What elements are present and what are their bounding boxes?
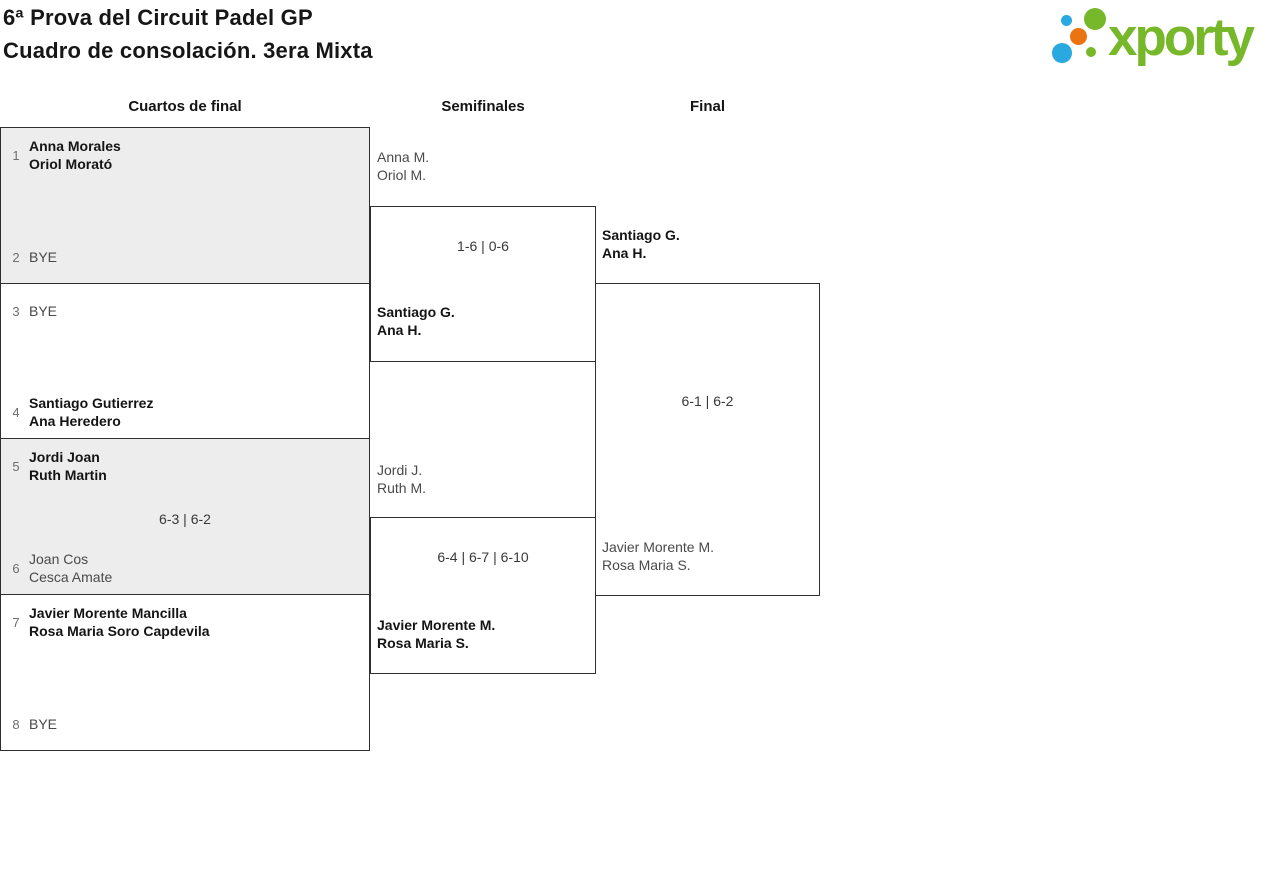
sf2-participant-bottom: Javier Morente M. Rosa Maria S. <box>377 617 496 651</box>
qf-match-2: 3 BYE 4 Santiago Gutierrez Ana Heredero <box>0 283 370 439</box>
sf2-participant-top: Jordi J. Ruth M. <box>377 462 427 496</box>
match-score: 6-4 | 6-7 | 6-10 <box>437 549 529 565</box>
qf-match-1: 1 Anna Morales Oriol Morató 2 BYE <box>0 127 370 284</box>
seed-number: 4 <box>12 404 20 420</box>
logo-dot-icon <box>1061 15 1072 26</box>
qf2-participant-bottom: 4 Santiago Gutierrez Ana Heredero <box>9 394 361 430</box>
qf1-participant-bottom: 2 BYE <box>9 239 361 275</box>
seed-number: 8 <box>12 716 20 732</box>
sf-match-1: 1-6 | 0-6 <box>370 206 596 362</box>
seed-number: 2 <box>12 249 20 265</box>
logo-dot-icon <box>1052 43 1072 63</box>
qf1-participant-top: 1 Anna Morales Oriol Morató <box>9 137 361 173</box>
match-score: 6-3 | 6-2 <box>159 511 211 527</box>
qf4-participant-bottom: 8 BYE <box>9 706 361 742</box>
participant-names: Javier Morente Mancilla Rosa Maria Soro … <box>29 605 210 639</box>
sf1-participant-bottom: Santiago G. Ana H. <box>377 304 455 338</box>
sf1-participant-top: Anna M. Oriol M. <box>377 149 430 183</box>
final-participant-bottom: Javier Morente M. Rosa Maria S. <box>602 539 715 573</box>
seed-number: 5 <box>12 458 20 474</box>
logo-dot-icon <box>1084 8 1106 30</box>
qf3-participant-top: 5 Jordi Joan Ruth Martin <box>9 448 361 484</box>
seed-number: 7 <box>12 614 20 630</box>
page-title: 6ª Prova del Circuit Padel GP Cuadro de … <box>3 1 373 67</box>
seed-number: 6 <box>12 560 20 576</box>
participant-names: BYE <box>29 303 58 319</box>
seed-number: 3 <box>12 303 20 319</box>
participant-names: Joan Cos Cesca Amate <box>29 551 113 585</box>
participant-names: Anna Morales Oriol Morató <box>29 138 121 172</box>
match-score: 6-1 | 6-2 <box>681 393 734 409</box>
qf4-participant-top: 7 Javier Morente Mancilla Rosa Maria Sor… <box>9 604 361 640</box>
qf2-participant-top: 3 BYE <box>9 293 361 329</box>
final-participant-top: Santiago G. Ana H. <box>602 227 680 261</box>
qf3-participant-bottom: 6 Joan Cos Cesca Amate <box>9 550 361 586</box>
qf-match-3: 5 Jordi Joan Ruth Martin 6-3 | 6-2 6 Joa… <box>0 438 370 595</box>
participant-names: BYE <box>29 249 58 265</box>
bracket-subtitle: Cuadro de consolación. 3era Mixta <box>3 38 373 63</box>
xporty-logo-text: xporty <box>1108 8 1255 67</box>
round-header-final: Final <box>689 98 725 115</box>
logo-dot-icon <box>1086 47 1096 57</box>
seed-number: 1 <box>12 147 20 163</box>
qf-match-4: 7 Javier Morente Mancilla Rosa Maria Sor… <box>0 594 370 751</box>
logo-dot-icon <box>1070 28 1087 45</box>
sf-match-2: 6-4 | 6-7 | 6-10 <box>370 517 596 674</box>
participant-names: Jordi Joan Ruth Martin <box>29 449 107 483</box>
match-score: 1-6 | 0-6 <box>457 238 509 254</box>
round-header-quarterfinals: Cuartos de final <box>128 98 242 115</box>
final-match: 6-1 | 6-2 <box>595 283 820 596</box>
xporty-logo[interactable]: xporty <box>1048 4 1278 76</box>
tournament-name: 6ª Prova del Circuit Padel GP <box>3 5 313 30</box>
round-header-semifinals: Semifinales <box>441 98 525 115</box>
participant-names: BYE <box>29 716 58 732</box>
participant-names: Santiago Gutierrez Ana Heredero <box>29 395 154 429</box>
